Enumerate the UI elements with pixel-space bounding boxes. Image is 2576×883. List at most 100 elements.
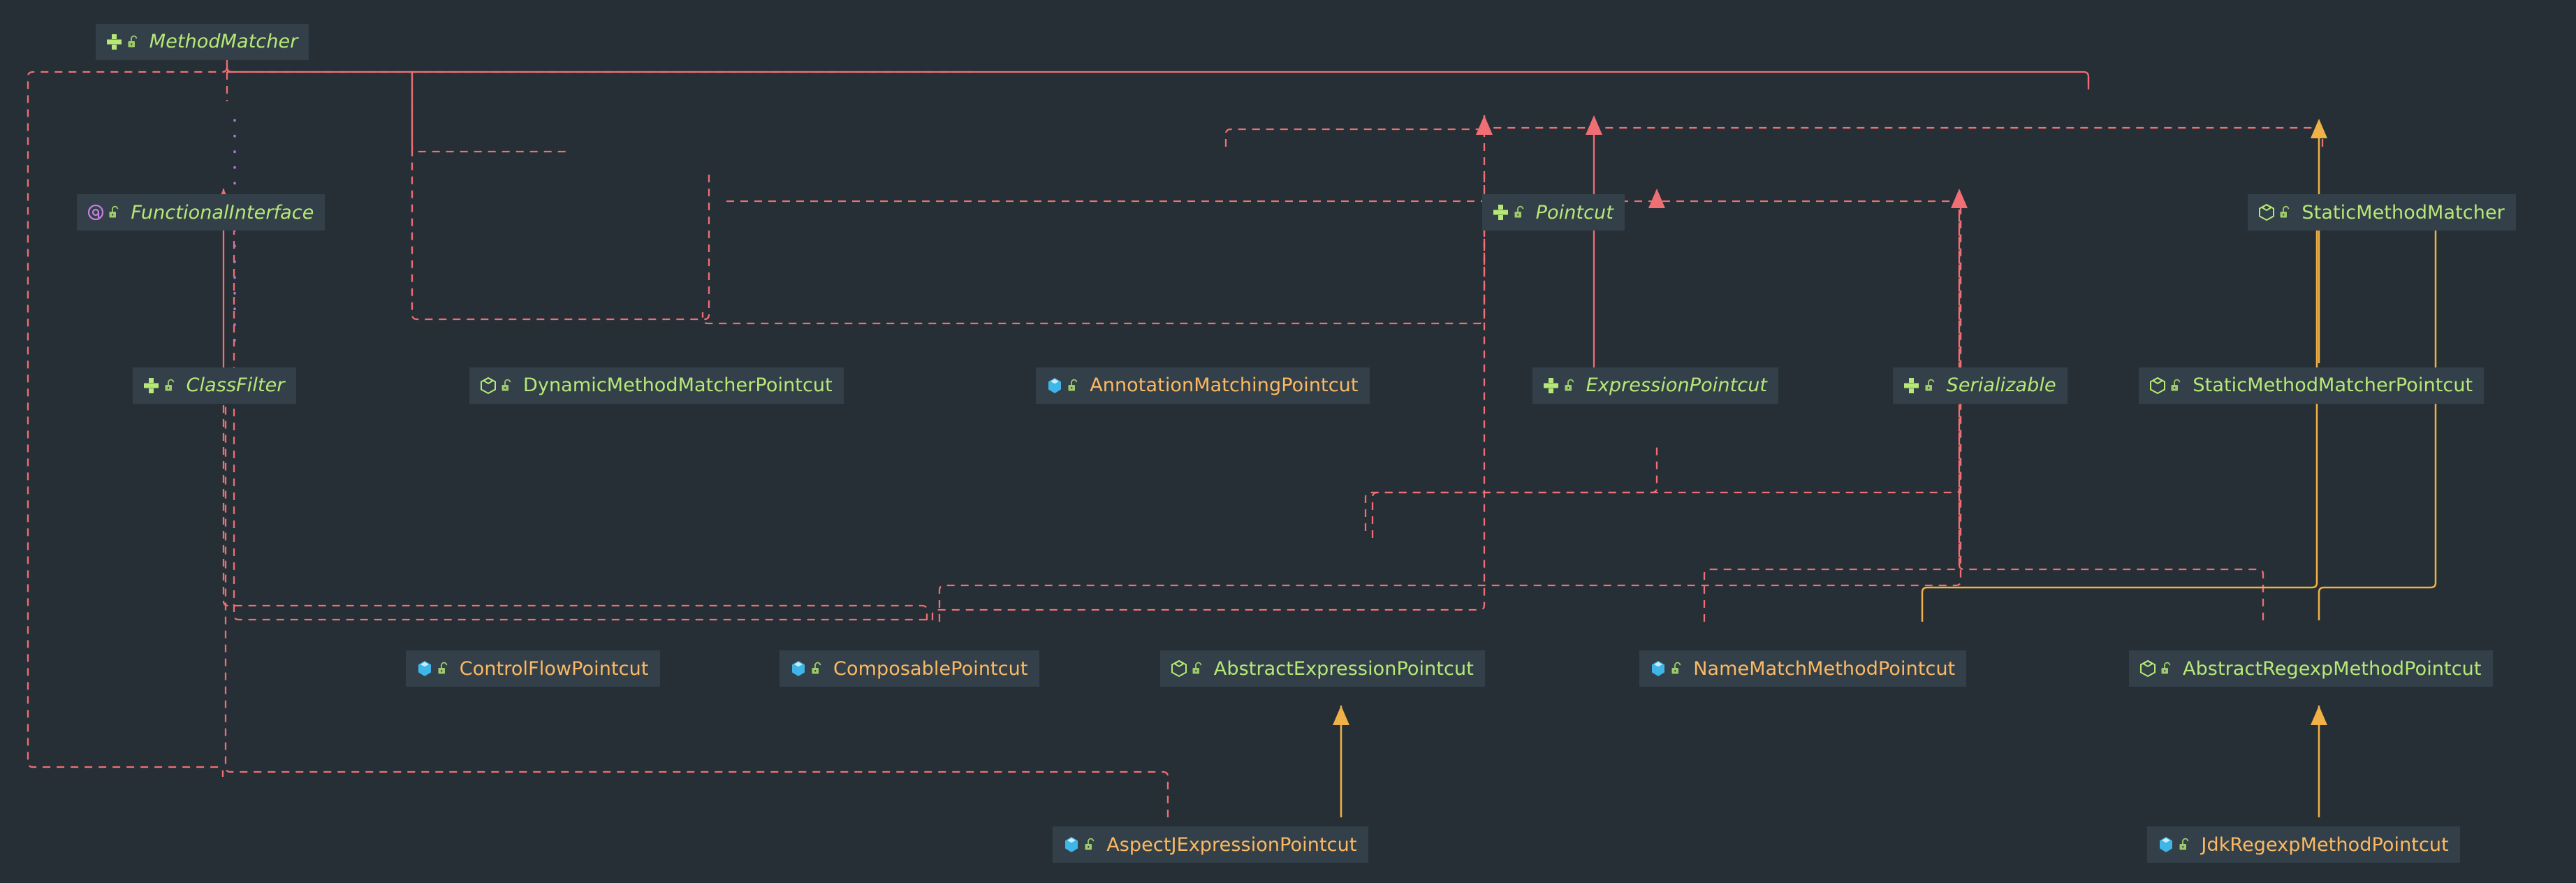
arrowhead-expressionpointcut bbox=[1648, 189, 1665, 208]
abstract-class-icon bbox=[481, 377, 496, 394]
edge-armp-smmp bbox=[2318, 210, 2437, 620]
node-glyphs bbox=[1492, 203, 1526, 221]
class-node-NameMatchMethodPointcut[interactable]: NameMatchMethodPointcut bbox=[1639, 650, 1967, 687]
edge-nmmp-smmp bbox=[1921, 207, 2318, 622]
node-glyphs bbox=[1542, 377, 1576, 395]
abstract-class-icon bbox=[1171, 660, 1187, 678]
edge-dmmp-bus-a bbox=[411, 72, 566, 153]
edge-amp-pointcut bbox=[1224, 115, 1486, 147]
class-node-AspectJExpressionPointcut[interactable]: AspectJExpressionPointcut bbox=[1053, 826, 1368, 863]
edge-aep-expressionpointcut bbox=[1364, 447, 1658, 531]
edge-methodmatcher-trunk bbox=[226, 35, 2090, 89]
node-glyphs bbox=[479, 377, 513, 395]
edge-cp-serializable bbox=[938, 210, 1962, 622]
node-glyphs bbox=[2149, 377, 2183, 395]
edge-aep-serializable bbox=[1371, 203, 1962, 538]
class-node-ComposablePointcut[interactable]: ComposablePointcut bbox=[780, 650, 1039, 687]
arrowhead-pointcut-left bbox=[1476, 115, 1493, 135]
node-glyphs bbox=[416, 659, 450, 678]
class-node-ExpressionPointcut[interactable]: ExpressionPointcut bbox=[1532, 367, 1779, 404]
unlocked-icon bbox=[1671, 662, 1681, 674]
unlocked-icon bbox=[1085, 838, 1095, 850]
unlocked-icon bbox=[2171, 379, 2181, 391]
unlocked-icon bbox=[2280, 206, 2290, 218]
class-node-JdkRegexpMethodPointcut[interactable]: JdkRegexpMethodPointcut bbox=[2147, 826, 2460, 863]
class-node-DynamicMethodMatcherPointcut[interactable]: DynamicMethodMatcherPointcut bbox=[469, 367, 844, 404]
interface-icon bbox=[106, 34, 122, 50]
class-node-label: DynamicMethodMatcherPointcut bbox=[523, 374, 833, 397]
class-node-AnnotationMatchingPointcut[interactable]: AnnotationMatchingPointcut bbox=[1036, 367, 1370, 404]
class-node-ClassFilter[interactable]: ClassFilter bbox=[132, 367, 296, 404]
arrowhead-abstractexpressionpointcut bbox=[1333, 706, 1349, 725]
unlocked-icon bbox=[502, 379, 511, 391]
class-node-label: AnnotationMatchingPointcut bbox=[1090, 374, 1359, 397]
interface-icon bbox=[1493, 205, 1508, 221]
edge-pointcut-dmmp bbox=[701, 115, 1486, 325]
edge-dmmp-methodmatcher bbox=[411, 77, 710, 321]
class-node-AbstractExpressionPointcut[interactable]: AbstractExpressionPointcut bbox=[1159, 650, 1485, 687]
node-glyphs bbox=[2157, 835, 2191, 854]
class-node-label: NameMatchMethodPointcut bbox=[1693, 657, 1956, 680]
class-node-Serializable[interactable]: Serializable bbox=[1892, 367, 2068, 404]
interface-icon bbox=[1543, 377, 1558, 393]
node-glyphs bbox=[87, 203, 121, 221]
unlocked-icon bbox=[1192, 662, 1202, 674]
node-glyphs bbox=[1170, 659, 1204, 678]
class-node-label: Pointcut bbox=[1535, 201, 1613, 224]
class-node-FunctionalInterface[interactable]: FunctionalInterface bbox=[77, 194, 325, 231]
arrowhead-serializable bbox=[1951, 189, 1968, 208]
abstract-class-icon bbox=[2150, 377, 2166, 394]
abstract-class-icon bbox=[2140, 660, 2156, 678]
unlocked-icon bbox=[1068, 379, 1078, 391]
class-node-label: MethodMatcher bbox=[149, 31, 298, 53]
node-glyphs bbox=[1046, 377, 1080, 395]
class-node-label: JdkRegexpMethodPointcut bbox=[2201, 833, 2449, 856]
edge-nmmp-serializable bbox=[1703, 210, 1961, 622]
class-node-label: FunctionalInterface bbox=[131, 201, 314, 224]
interface-icon bbox=[143, 377, 159, 393]
edge-ajep-classfilter bbox=[224, 381, 1169, 817]
class-node-label: StaticMethodMatcherPointcut bbox=[2193, 374, 2473, 397]
unlocked-icon bbox=[812, 662, 821, 674]
class-node-label: AbstractExpressionPointcut bbox=[1213, 657, 1474, 680]
class-icon bbox=[1652, 661, 1665, 677]
extends-edges bbox=[1340, 126, 2437, 817]
unlocked-icon bbox=[2161, 662, 2171, 674]
unlocked-icon bbox=[1514, 206, 1523, 218]
unlocked-icon bbox=[1565, 379, 1574, 391]
unlocked-icon bbox=[1925, 379, 1934, 391]
class-node-label: AbstractRegexpMethodPointcut bbox=[2183, 657, 2482, 680]
unlocked-icon bbox=[438, 662, 448, 674]
edge-cfp-classfilter bbox=[222, 377, 928, 620]
class-node-label: Serializable bbox=[1946, 374, 2056, 397]
node-glyphs bbox=[142, 377, 177, 395]
class-node-label: StaticMethodMatcher bbox=[2301, 201, 2505, 224]
class-icon bbox=[418, 661, 431, 677]
annotation-icon bbox=[88, 205, 104, 221]
interface-icon bbox=[1903, 377, 1919, 393]
node-glyphs bbox=[2257, 203, 2292, 221]
node-glyphs bbox=[2139, 659, 2173, 678]
edge-cp-pointcut bbox=[931, 210, 1486, 620]
node-glyphs bbox=[105, 33, 140, 51]
class-icon bbox=[792, 661, 805, 677]
arrowhead-pointcut-right bbox=[1586, 115, 1602, 135]
class-node-AbstractRegexpMethodPointcut[interactable]: AbstractRegexpMethodPointcut bbox=[2129, 650, 2493, 687]
class-node-Pointcut[interactable]: Pointcut bbox=[1481, 194, 1625, 231]
class-node-label: ClassFilter bbox=[186, 374, 285, 397]
node-glyphs bbox=[789, 659, 824, 678]
class-node-ControlFlowPointcut[interactable]: ControlFlowPointcut bbox=[405, 650, 660, 687]
unlocked-icon bbox=[128, 35, 138, 48]
unlocked-icon bbox=[165, 379, 174, 391]
class-icon bbox=[1048, 377, 1062, 393]
class-node-MethodMatcher[interactable]: MethodMatcher bbox=[95, 23, 309, 60]
class-node-StaticMethodMatcher[interactable]: StaticMethodMatcher bbox=[2248, 194, 2516, 231]
class-node-label: ExpressionPointcut bbox=[1586, 374, 1768, 397]
class-node-StaticMethodMatcherPointcut[interactable]: StaticMethodMatcherPointcut bbox=[2139, 367, 2484, 404]
class-node-label: ComposablePointcut bbox=[833, 657, 1028, 680]
class-icon bbox=[1065, 837, 1078, 853]
unlocked-icon bbox=[109, 206, 119, 218]
class-node-label: ControlFlowPointcut bbox=[459, 657, 649, 680]
